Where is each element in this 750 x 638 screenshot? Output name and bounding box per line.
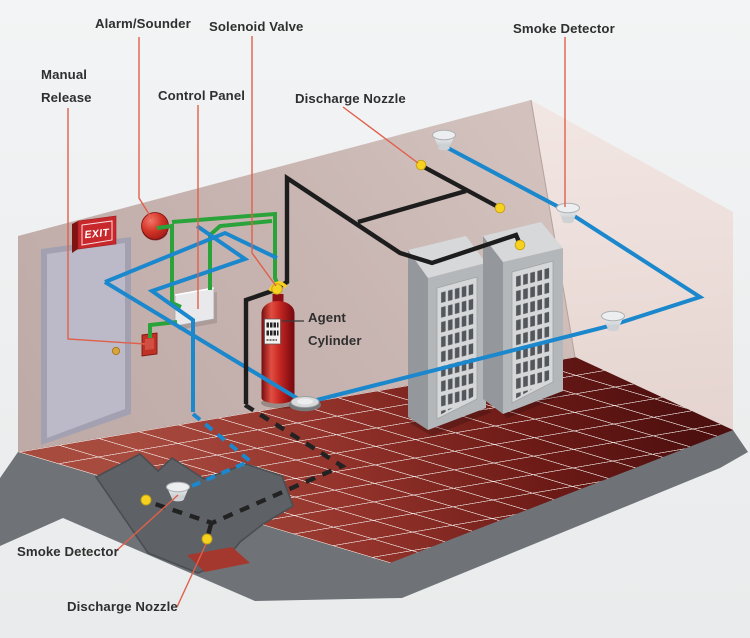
cylinder-label — [264, 318, 281, 345]
exit-door — [41, 237, 131, 445]
tile-grout-grid — [18, 357, 733, 563]
blue-wall-zigzag — [147, 224, 250, 412]
black-ceiling-run — [420, 164, 502, 210]
exit-sign-text: EXIT — [84, 227, 111, 242]
server-racks — [408, 222, 567, 436]
smoke-detectors — [432, 129, 625, 332]
black-branch — [357, 188, 467, 225]
green-wire-manual-release — [148, 320, 178, 338]
leader-manual-release — [67, 108, 146, 345]
smoke-detector-2 — [556, 202, 580, 224]
blue-underfloor-dashed — [177, 412, 254, 494]
cylinder-neck — [272, 294, 284, 306]
leader-smoke-detector-bottom — [114, 494, 179, 553]
underfloor-cutaway — [94, 453, 294, 574]
label-manual-release-line2: Release — [41, 90, 92, 105]
solenoid-valve-device — [268, 281, 288, 295]
control-wiring-green — [148, 211, 280, 338]
label-alarm-sounder: Alarm/Sounder — [95, 16, 191, 31]
control-panel-box — [174, 287, 217, 330]
leader-solenoid-valve — [251, 36, 277, 287]
green-wire-wall-run — [171, 211, 280, 286]
floor-pipe-port — [289, 396, 321, 412]
rack1-vent-slots — [440, 282, 474, 415]
underfloor-nozzle-right — [201, 533, 213, 545]
green-wire-panel-to-solenoid — [208, 219, 273, 290]
label-smoke-detector-bottom: Smoke Detector — [17, 544, 119, 559]
smoke-detector-3 — [601, 310, 625, 332]
blue-wall-diagonal — [104, 230, 278, 284]
back-right-wall — [531, 100, 733, 430]
server-rack-2 — [483, 222, 563, 414]
green-wire-bell-to-panel — [156, 223, 182, 309]
label-manual-release: Manual Release — [41, 63, 92, 109]
label-solenoid-valve: Solenoid Valve — [209, 19, 304, 34]
exit-sign: EXIT — [72, 215, 117, 253]
exit-sign-border — [81, 220, 113, 246]
underfloor-nozzle-left — [140, 494, 152, 506]
leader-discharge-nozzle-top — [342, 106, 419, 164]
tile-fragment — [187, 547, 250, 572]
exit-sign-side — [72, 221, 78, 253]
discharge-piping-black — [243, 164, 522, 404]
label-leader-lines — [67, 36, 566, 608]
label-agent-cylinder-line1: Agent — [308, 310, 346, 325]
label-agent-cylinder: Agent Cylinder — [308, 306, 362, 352]
wall-corner-edge — [530, 99, 576, 358]
manual-release-station — [141, 332, 158, 357]
smoke-detector-1 — [432, 129, 456, 151]
blue-wall-to-floor-port — [103, 280, 307, 405]
rack2-left-side — [483, 236, 503, 414]
nozzle-wall-right — [494, 202, 506, 214]
rack2-vent-slots — [515, 266, 550, 399]
detection-wiring-blue-wall — [104, 224, 278, 412]
rack1-left-side — [408, 250, 428, 430]
discharge-nozzles-yellow — [268, 159, 526, 295]
underfloor-network — [140, 403, 347, 545]
leader-discharge-nozzle-bottom — [176, 543, 207, 608]
nozzle-wall-left — [415, 159, 427, 171]
nozzle-above-racks — [514, 239, 526, 251]
label-discharge-nozzle-top: Discharge Nozzle — [295, 91, 406, 106]
label-agent-cylinder-line2: Cylinder — [308, 333, 362, 348]
black-downpipe — [243, 287, 276, 404]
label-manual-release-line1: Manual — [41, 67, 88, 82]
door-handle — [111, 346, 121, 356]
blue-right-wall-run — [304, 145, 705, 405]
alarm-sounder-bell — [141, 212, 169, 241]
leader-alarm-sounder — [138, 37, 153, 220]
label-discharge-nozzle-bottom: Discharge Nozzle — [67, 599, 178, 614]
black-riser-and-rack-run — [277, 173, 522, 289]
server-rack-1 — [408, 236, 486, 430]
label-control-panel: Control Panel — [158, 88, 246, 103]
raised-floor — [0, 357, 748, 601]
black-underfloor-dashed — [145, 403, 347, 540]
label-smoke-detector-top: Smoke Detector — [513, 21, 615, 36]
